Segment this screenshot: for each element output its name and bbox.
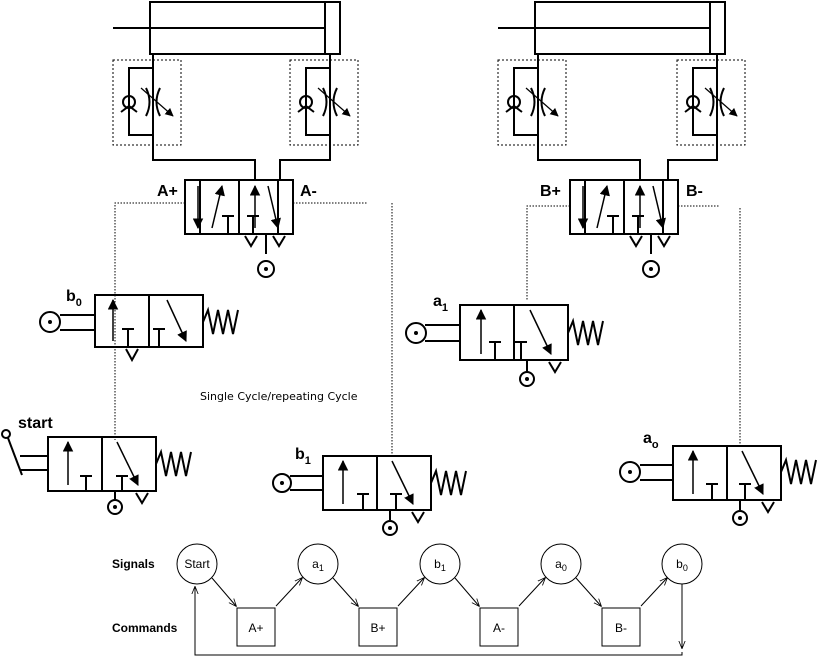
command-box-a-plus: [236, 607, 276, 647]
flow-control-a-left: [112, 54, 182, 150]
label-a0-main: ao: [643, 430, 659, 451]
label-a-minus: A-: [300, 183, 317, 200]
flow-arrow: [518, 578, 545, 607]
signal-node-a1: [297, 543, 339, 585]
label-b1-main: b1: [295, 446, 311, 467]
label-a-plus: A+: [157, 183, 178, 200]
flow-arrow: [454, 577, 479, 606]
label-b-plus: B+: [540, 183, 561, 200]
signal-text-b1: b1: [434, 557, 446, 573]
flow-arrow: [575, 577, 601, 606]
signal-node-start: [176, 543, 218, 585]
pilot-lines: [114, 202, 741, 458]
cylinder-a: [113, 1, 341, 55]
command-box-b-plus: [358, 607, 398, 647]
signals-label: Signals: [112, 557, 155, 571]
command-text-b-minus: B-: [615, 621, 627, 635]
cycle-note: Single Cycle/repeating Cycle: [200, 390, 358, 403]
valve-b0: b0: [39, 288, 239, 363]
signal-text-b0: b0: [676, 557, 688, 573]
valve-b1: b1: [272, 446, 467, 536]
signal-text-start: Start: [184, 557, 210, 571]
flow-arrow: [211, 577, 236, 606]
signal-node-a0: [540, 543, 582, 585]
flow-control-b-right: [676, 54, 746, 150]
command-text-b-plus: B+: [370, 621, 385, 635]
cylinder-b: [498, 1, 726, 55]
command-box-a-minus: [479, 607, 519, 647]
valve-a0: ao: [619, 430, 817, 526]
valve-a1: a1: [405, 293, 604, 387]
label-start: start: [18, 415, 53, 432]
valve-start: start: [1, 415, 192, 515]
sequence-diagram: Signals Commands Start a1 b1 a0 b0 A+ B+…: [112, 543, 703, 656]
flow-control-a-right: [289, 54, 359, 150]
label-a1-main: a1: [433, 293, 448, 314]
signal-text-a1: a1: [312, 557, 324, 573]
pipes-a: [152, 150, 331, 180]
commands-label: Commands: [112, 621, 178, 635]
return-arrow: [195, 587, 683, 656]
command-box-b-minus: [601, 607, 641, 647]
flow-control-b-left: [497, 54, 567, 150]
pipes-b: [537, 150, 718, 180]
signal-text-a0: a0: [555, 557, 567, 573]
flow-arrow: [397, 578, 424, 607]
flow-arrow: [275, 578, 302, 607]
command-text-a-minus: A-: [493, 621, 505, 635]
signal-node-b1: [419, 543, 461, 585]
flow-arrow: [640, 578, 667, 607]
main-valve-b: B+ B-: [540, 179, 703, 278]
label-b0-main: b0: [66, 288, 82, 309]
label-b-minus: B-: [686, 183, 703, 200]
main-valve-a: A+ A-: [157, 179, 317, 278]
flow-arrow: [332, 577, 358, 606]
command-text-a-plus: A+: [248, 621, 263, 635]
